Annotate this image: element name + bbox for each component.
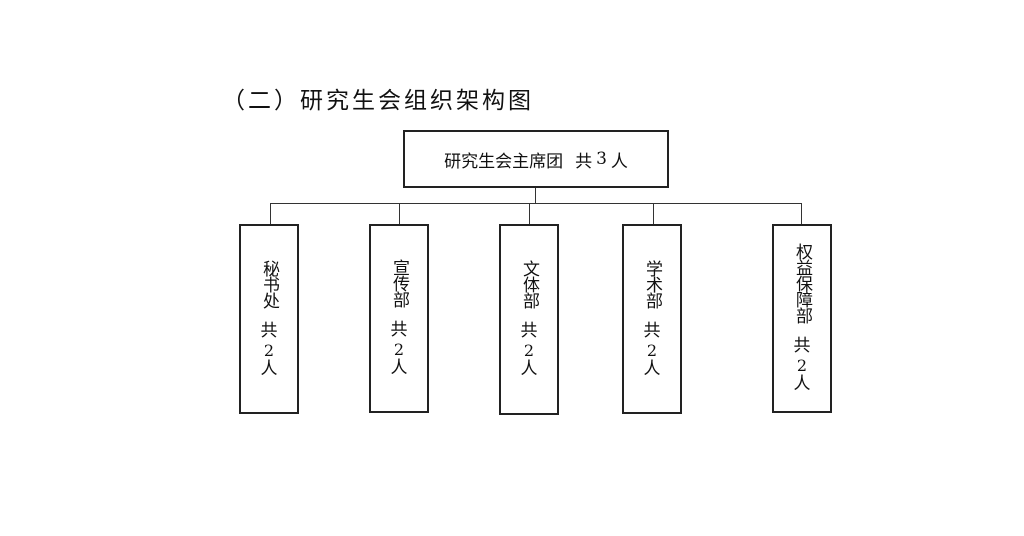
dept-count: 共 2 人 <box>260 320 278 379</box>
dept-name: 权益保障部 <box>792 243 812 323</box>
dept-count-number: 2 <box>796 356 808 375</box>
dept-count: 共 2 人 <box>521 322 538 379</box>
dept-count: 共 2 人 <box>391 321 408 378</box>
connector-drop-culture-sports <box>529 203 530 224</box>
top-node-count-prefix: 共 <box>575 151 593 172</box>
dept-box-publicity: 宣传部 共 2 人 <box>369 224 429 413</box>
dept-count-number: 2 <box>646 340 658 360</box>
connector-drop-publicity <box>399 203 400 224</box>
top-node-presidium: 研究生会主席团 共 3 人 <box>403 130 669 188</box>
top-node-count: 3 <box>596 149 607 169</box>
dept-name: 学术部 <box>642 259 662 308</box>
dept-count-prefix: 共 <box>260 320 278 341</box>
connector-drop-secretariat <box>270 203 271 224</box>
dept-count-unit: 人 <box>793 374 811 394</box>
dept-count-number: 2 <box>393 340 405 359</box>
top-node-count-unit: 人 <box>610 151 628 172</box>
dept-count-number: 2 <box>263 340 275 360</box>
dept-count-unit: 人 <box>260 358 278 379</box>
dept-box-rights-protection: 权益保障部 共 2 人 <box>772 224 832 413</box>
dept-count-prefix: 共 <box>793 336 811 356</box>
dept-count-prefix: 共 <box>643 320 661 341</box>
connector-trunk <box>535 188 536 204</box>
connector-drop-rights <box>801 203 802 224</box>
dept-count-unit: 人 <box>520 359 538 379</box>
dept-count: 共 2 人 <box>643 320 661 379</box>
dept-name: 秘书处 <box>259 259 279 308</box>
dept-count-prefix: 共 <box>520 321 538 341</box>
dept-count-prefix: 共 <box>390 320 408 340</box>
page-title: （二）研究生会组织架构图 <box>222 88 534 114</box>
dept-name: 宣传部 <box>389 259 409 307</box>
connector-horizontal-bar <box>270 203 802 204</box>
dept-box-secretariat: 秘书处 共 2 人 <box>239 224 299 414</box>
dept-count-unit: 人 <box>643 358 661 379</box>
dept-count-unit: 人 <box>390 358 408 378</box>
dept-count-number: 2 <box>523 341 535 360</box>
dept-name: 文体部 <box>519 260 539 308</box>
top-node-name: 研究生会主席团 <box>444 151 564 172</box>
connector-drop-academic <box>653 203 654 224</box>
dept-box-academic: 学术部 共 2 人 <box>622 224 682 414</box>
dept-count: 共 2 人 <box>794 337 811 394</box>
dept-box-culture-sports: 文体部 共 2 人 <box>499 224 559 415</box>
